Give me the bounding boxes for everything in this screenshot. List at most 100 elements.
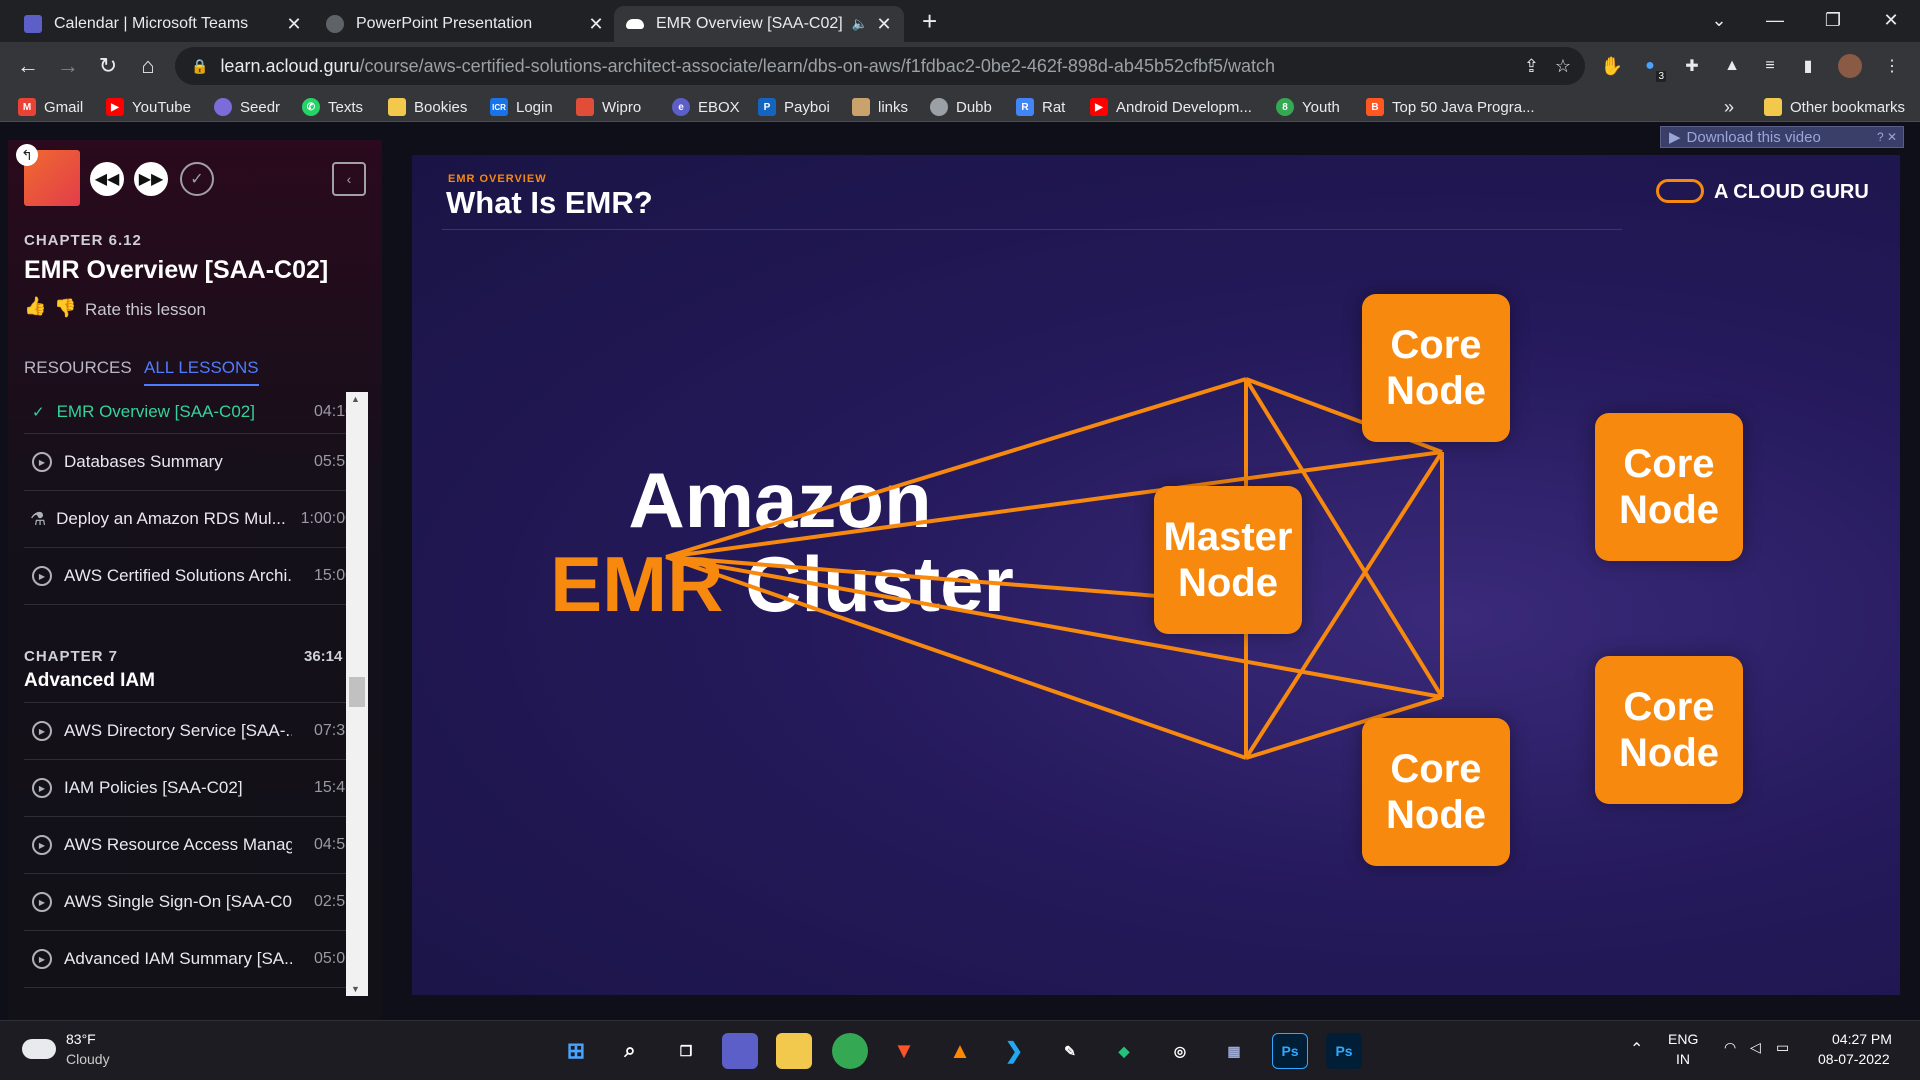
bookmark-android[interactable]: ▶Android Developm...	[1090, 96, 1252, 118]
lesson-row[interactable]: ▶ AWS Single Sign-On [SAA-C02] 02:57	[24, 874, 354, 931]
photoshop-icon[interactable]: Ps	[1326, 1033, 1362, 1069]
tab-title: Calendar | Microsoft Teams	[54, 15, 249, 32]
lesson-row[interactable]: ▶ AWS Certified Solutions Archi... 15:00	[24, 548, 354, 605]
star-icon[interactable]: ☆	[1554, 55, 1571, 76]
lesson-row[interactable]: ▶ IAM Policies [SAA-C02] 15:46	[24, 760, 354, 817]
file-explorer-icon[interactable]	[776, 1033, 812, 1069]
lesson-row[interactable]: ▶ AWS Directory Service [SAA-... 07:32	[24, 703, 354, 760]
help-close-icon[interactable]: ? ✕	[1876, 130, 1897, 144]
notepad-icon[interactable]: ✎	[1064, 1042, 1076, 1059]
brave-icon[interactable]: ▼	[893, 1038, 915, 1063]
windows-start-icon[interactable]: ⊞	[566, 1038, 586, 1063]
monitor-icon[interactable]: ▦	[1227, 1042, 1241, 1059]
side-panel-icon[interactable]: ▮	[1803, 58, 1813, 75]
back-button[interactable]: ←	[17, 53, 39, 78]
volume-icon[interactable]: ◁	[1750, 1039, 1761, 1055]
bookmark-dubb[interactable]: Dubb	[930, 96, 992, 118]
task-view-icon[interactable]: ❐	[679, 1042, 693, 1059]
tab-teams[interactable]: Calendar | Microsoft Teams ✕	[12, 6, 314, 42]
bookmark-texts[interactable]: ✆Texts	[302, 96, 363, 118]
tab-resources[interactable]: RESOURCES	[24, 358, 132, 377]
bookmarks-overflow-button[interactable]: »	[1724, 96, 1735, 117]
lesson-row[interactable]: ▶ AWS Resource Access Manag... 04:53	[24, 817, 354, 874]
wifi-icon[interactable]: ◠	[1724, 1039, 1737, 1055]
media-queue-icon[interactable]: ≡	[1765, 57, 1775, 74]
other-bookmarks[interactable]: Other bookmarks	[1764, 96, 1905, 118]
bookmark-youtube[interactable]: ▶YouTube	[106, 96, 191, 118]
puzzle-icon[interactable]: ✚	[1685, 58, 1699, 75]
thumbs-up-icon[interactable]: 👍	[24, 296, 47, 316]
photoshop-icon[interactable]: Ps	[1272, 1033, 1308, 1069]
chapter-7-title[interactable]: Advanced IAM	[24, 670, 155, 691]
menu-icon[interactable]: ⋮	[1884, 58, 1900, 75]
bookmark-bookies[interactable]: Bookies	[388, 96, 467, 118]
minimize-button[interactable]: —	[1766, 9, 1784, 30]
node-label: Node	[1386, 369, 1486, 413]
clock-time[interactable]: 04:27 PM	[1832, 1031, 1892, 1047]
scroll-down-icon[interactable]: ▼	[351, 984, 360, 994]
weather-temp[interactable]: 83°F	[66, 1031, 96, 1047]
close-window-button[interactable]: ✕	[1883, 9, 1899, 30]
chrome-icon[interactable]	[832, 1033, 868, 1069]
restore-button[interactable]: ❐	[1824, 9, 1842, 30]
lang-1[interactable]: ENG	[1668, 1031, 1699, 1047]
scrollbar-thumb[interactable]	[349, 677, 365, 707]
teams-chat-icon[interactable]	[722, 1033, 758, 1069]
close-icon[interactable]: ✕	[876, 13, 892, 34]
tab-emr-overview[interactable]: EMR Overview [SAA-C02] - A 🔈 ✕	[614, 6, 904, 42]
address-bar[interactable]: 🔒 learn.acloud.guru/course/aws-certified…	[175, 47, 1585, 85]
close-icon[interactable]: ✕	[286, 13, 302, 34]
home-button[interactable]: ⌂	[141, 53, 155, 78]
lesson-row-active[interactable]: ✓ EMR Overview [SAA-C02] 04:10	[24, 390, 354, 434]
pycharm-icon[interactable]: ◆	[1118, 1042, 1130, 1059]
tab-title: PowerPoint Presentation	[356, 15, 533, 32]
search-icon[interactable]: ⌕	[624, 1039, 636, 1062]
scroll-up-icon[interactable]: ▲	[351, 394, 360, 404]
thumbs-down-icon[interactable]: 👎	[54, 298, 77, 318]
play-circle-icon: ▶	[32, 892, 52, 912]
lesson-row[interactable]: ⚗ Deploy an Amazon RDS Mul... 1:00:00	[24, 491, 354, 548]
weather-desc[interactable]: Cloudy	[66, 1051, 110, 1067]
clock-date[interactable]: 08-07-2022	[1818, 1051, 1890, 1067]
close-icon[interactable]: ✕	[588, 13, 604, 34]
lesson-row[interactable]: ▶ Advanced IAM Summary [SA... 05:06	[24, 931, 354, 988]
new-tab-button[interactable]: +	[922, 6, 938, 36]
lesson-list-scrollbar[interactable]: ▲ ▼	[346, 392, 368, 996]
vlc-icon[interactable]: ▲	[949, 1038, 971, 1063]
share-icon[interactable]: ⇪	[1523, 55, 1539, 76]
download-video-button[interactable]: ▶ Download this video ? ✕	[1660, 126, 1904, 148]
chapter-label: CHAPTER 6.12	[24, 232, 142, 249]
lang-2[interactable]: IN	[1676, 1051, 1690, 1067]
lab-icon[interactable]: ▲	[1724, 57, 1740, 74]
speaker-icon[interactable]: 🔈	[851, 16, 868, 31]
lesson-row[interactable]: ▶ Databases Summary 05:52	[24, 434, 354, 491]
tab-search-icon[interactable]: ⌄	[1711, 9, 1727, 30]
extension-icon[interactable]: ●3	[1645, 57, 1666, 82]
collapse-sidebar-icon[interactable]: ‹	[332, 162, 366, 196]
vscode-icon[interactable]: ❯	[1004, 1038, 1024, 1063]
complete-check-icon[interactable]: ✓	[180, 162, 214, 196]
tab-powerpoint[interactable]: PowerPoint Presentation ✕	[314, 6, 616, 42]
chevron-up-icon[interactable]: ⌃	[1630, 1041, 1644, 1058]
fast-forward-icon[interactable]: ▶▶	[134, 162, 168, 196]
forward-button[interactable]: →	[57, 53, 79, 78]
bookmark-links[interactable]: links	[852, 96, 908, 118]
reload-button[interactable]: ↻	[98, 53, 118, 78]
bookmark-wipro[interactable]: Wipro	[576, 96, 641, 118]
obs-icon[interactable]: ◎	[1173, 1042, 1187, 1059]
back-arrow-icon[interactable]: ↰	[16, 144, 38, 166]
bookmark-seedr[interactable]: Seedr	[214, 96, 280, 118]
video-player[interactable]: EMR OVERVIEW What Is EMR? A CLOUD GURU A…	[412, 155, 1900, 995]
adblock-icon[interactable]: ✋	[1600, 55, 1624, 76]
tab-all-lessons[interactable]: ALL LESSONS	[144, 358, 259, 386]
battery-icon[interactable]: ▭	[1776, 1039, 1790, 1055]
avatar[interactable]	[1838, 54, 1862, 78]
rewind-icon[interactable]: ◀◀	[90, 162, 124, 196]
